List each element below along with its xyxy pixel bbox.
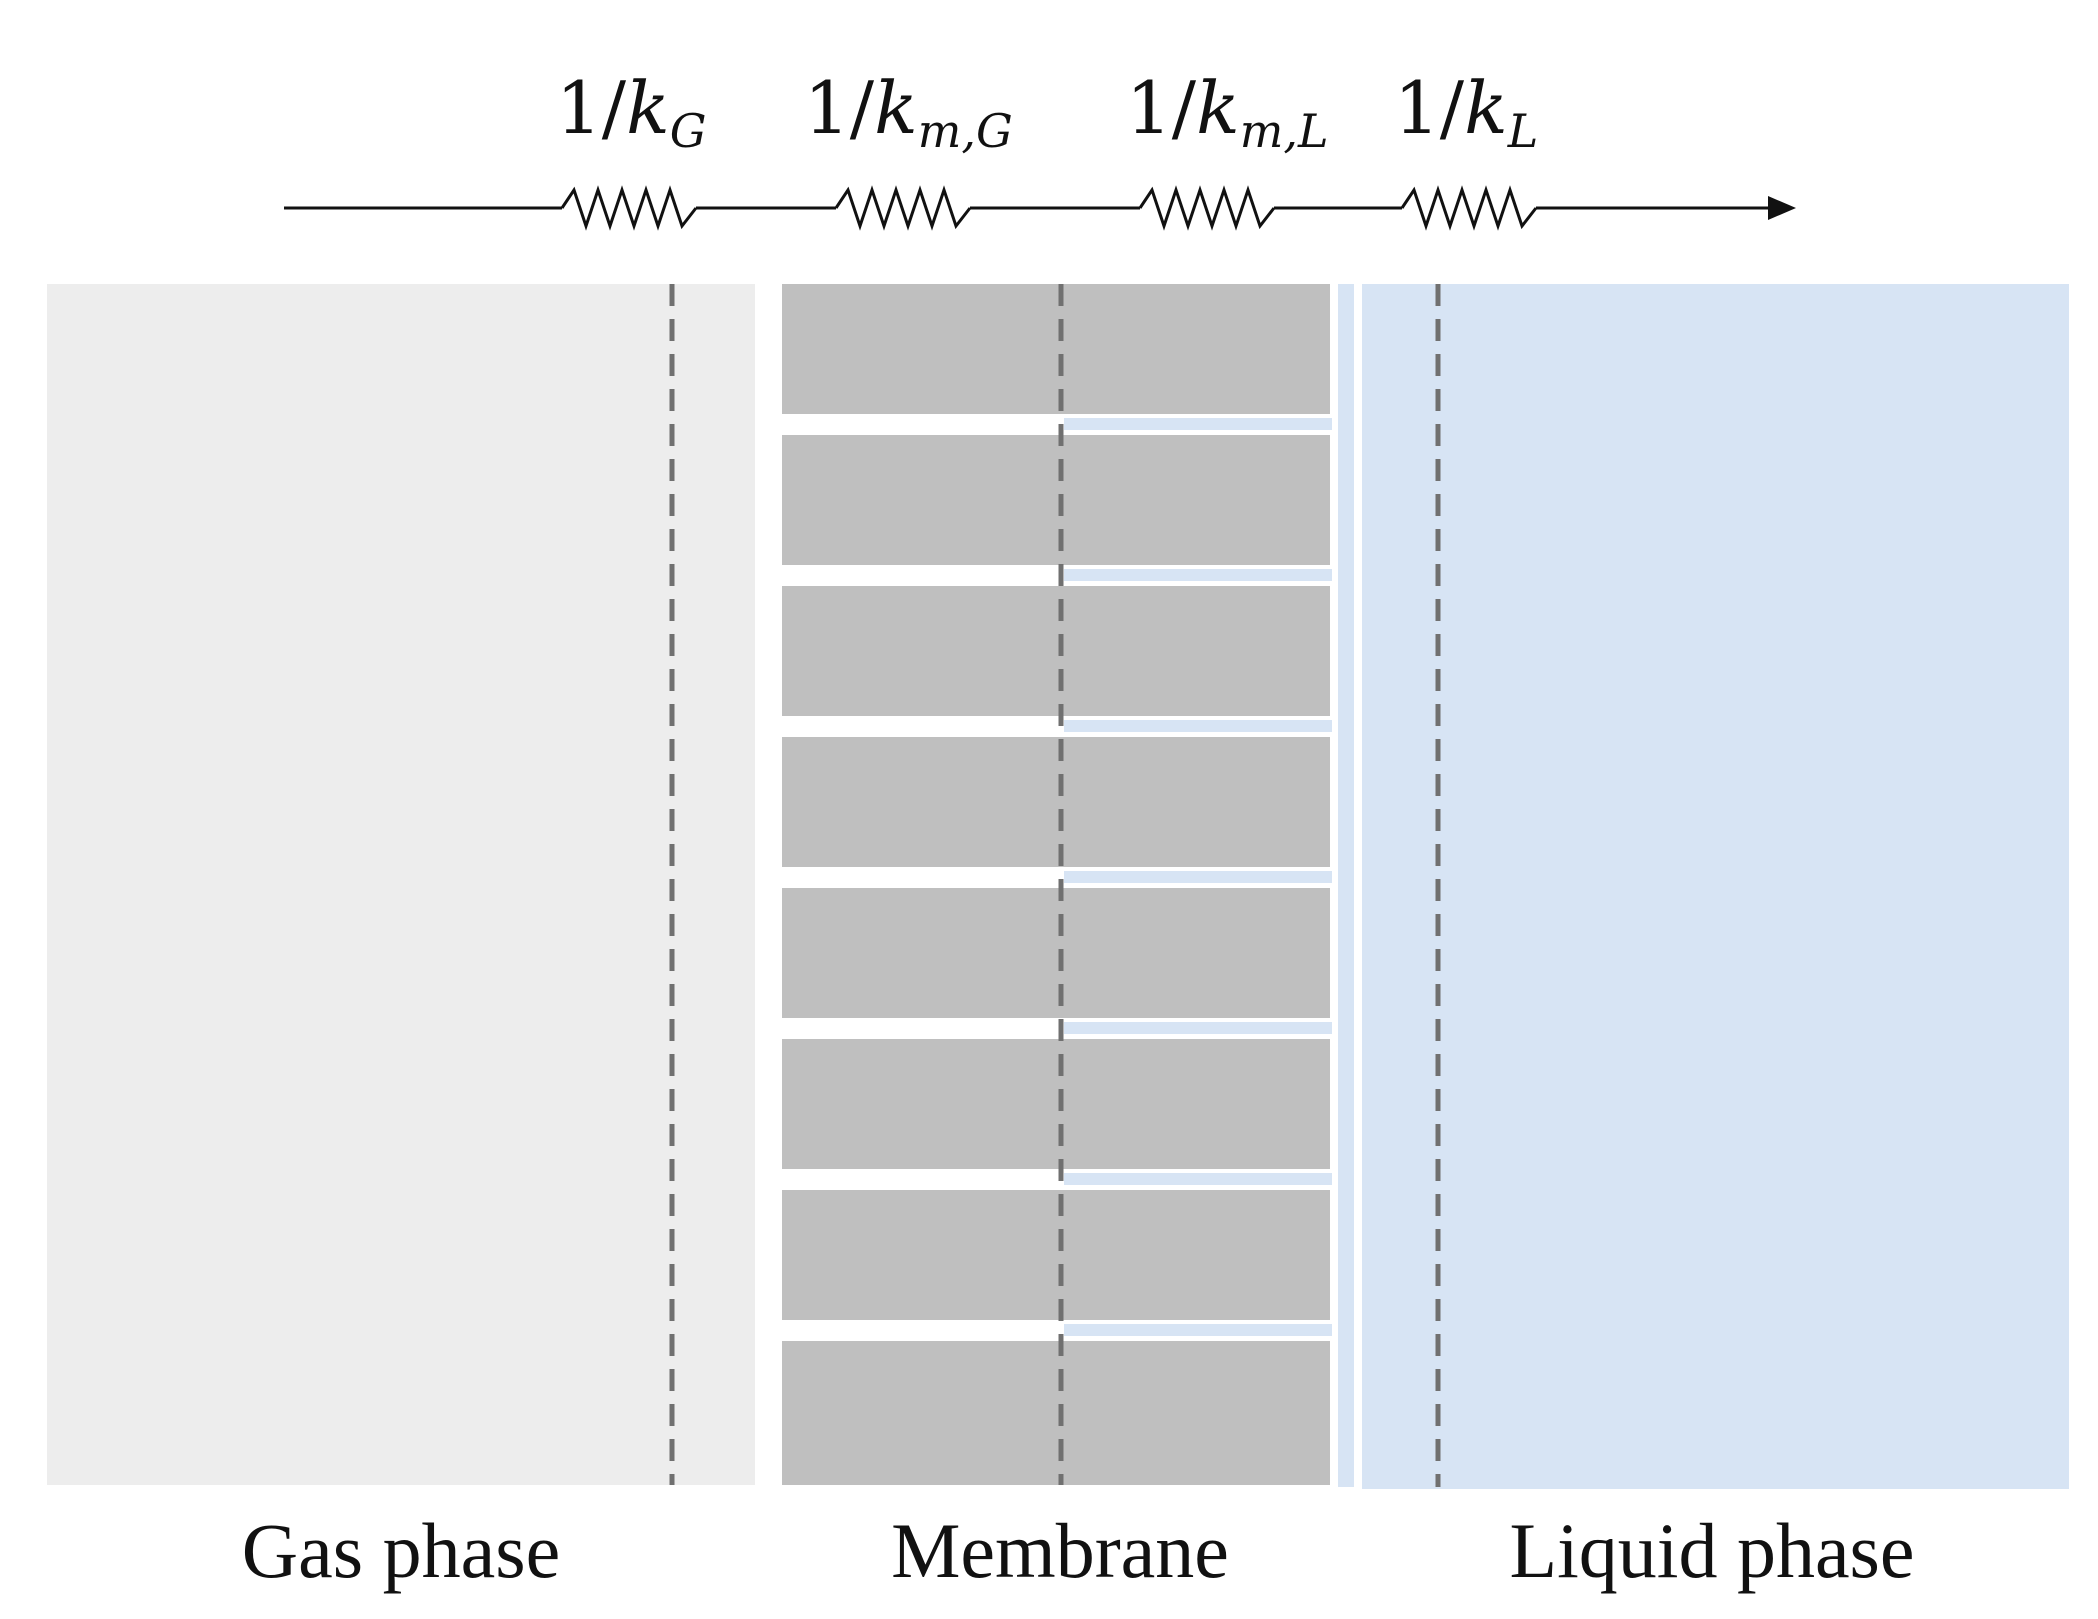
resistor-icon-membrane-liquid <box>1138 185 1276 231</box>
membrane-block <box>782 284 1330 414</box>
resistor-icon-membrane-gas <box>834 185 972 231</box>
resistance-label-membrane-gas: 1/km,G <box>804 66 1013 158</box>
pore-liquid-fill <box>1064 418 1332 430</box>
membrane-region <box>782 284 1332 1485</box>
resistor-icon-gas-film <box>560 185 698 231</box>
membrane-liquid-interface <box>1338 284 1354 1487</box>
membrane-label: Membrane <box>891 1507 1229 1594</box>
membrane-block <box>782 1039 1330 1169</box>
membrane-block <box>782 737 1330 867</box>
liquid-phase-label: Liquid phase <box>1509 1507 1914 1594</box>
pore-liquid-fill <box>1064 871 1332 883</box>
resistor-icon-liquid-film <box>1400 185 1538 231</box>
resistance-label-membrane-liquid: 1/km,L <box>1126 66 1329 158</box>
arrow-right-icon <box>1768 196 1796 220</box>
pore-liquid-fill <box>1064 569 1332 581</box>
liquid-phase-region <box>1362 284 2069 1489</box>
gas-phase-region <box>47 284 755 1485</box>
gas-phase-label: Gas phase <box>242 1507 560 1594</box>
pore-liquid-fill <box>1064 1324 1332 1336</box>
resistance-label-gas: 1/kG <box>556 66 706 158</box>
resistance-circuit <box>284 185 1796 231</box>
resistance-label-liquid: 1/kL <box>1394 66 1538 158</box>
pore-liquid-fill <box>1064 1173 1332 1185</box>
membrane-block <box>782 1190 1330 1320</box>
pore-liquid-fill <box>1064 720 1332 732</box>
membrane-block <box>782 435 1330 565</box>
membrane-block <box>782 586 1330 716</box>
pore-liquid-fill <box>1064 1022 1332 1034</box>
membrane-block <box>782 1341 1330 1485</box>
membrane-block <box>782 888 1330 1018</box>
